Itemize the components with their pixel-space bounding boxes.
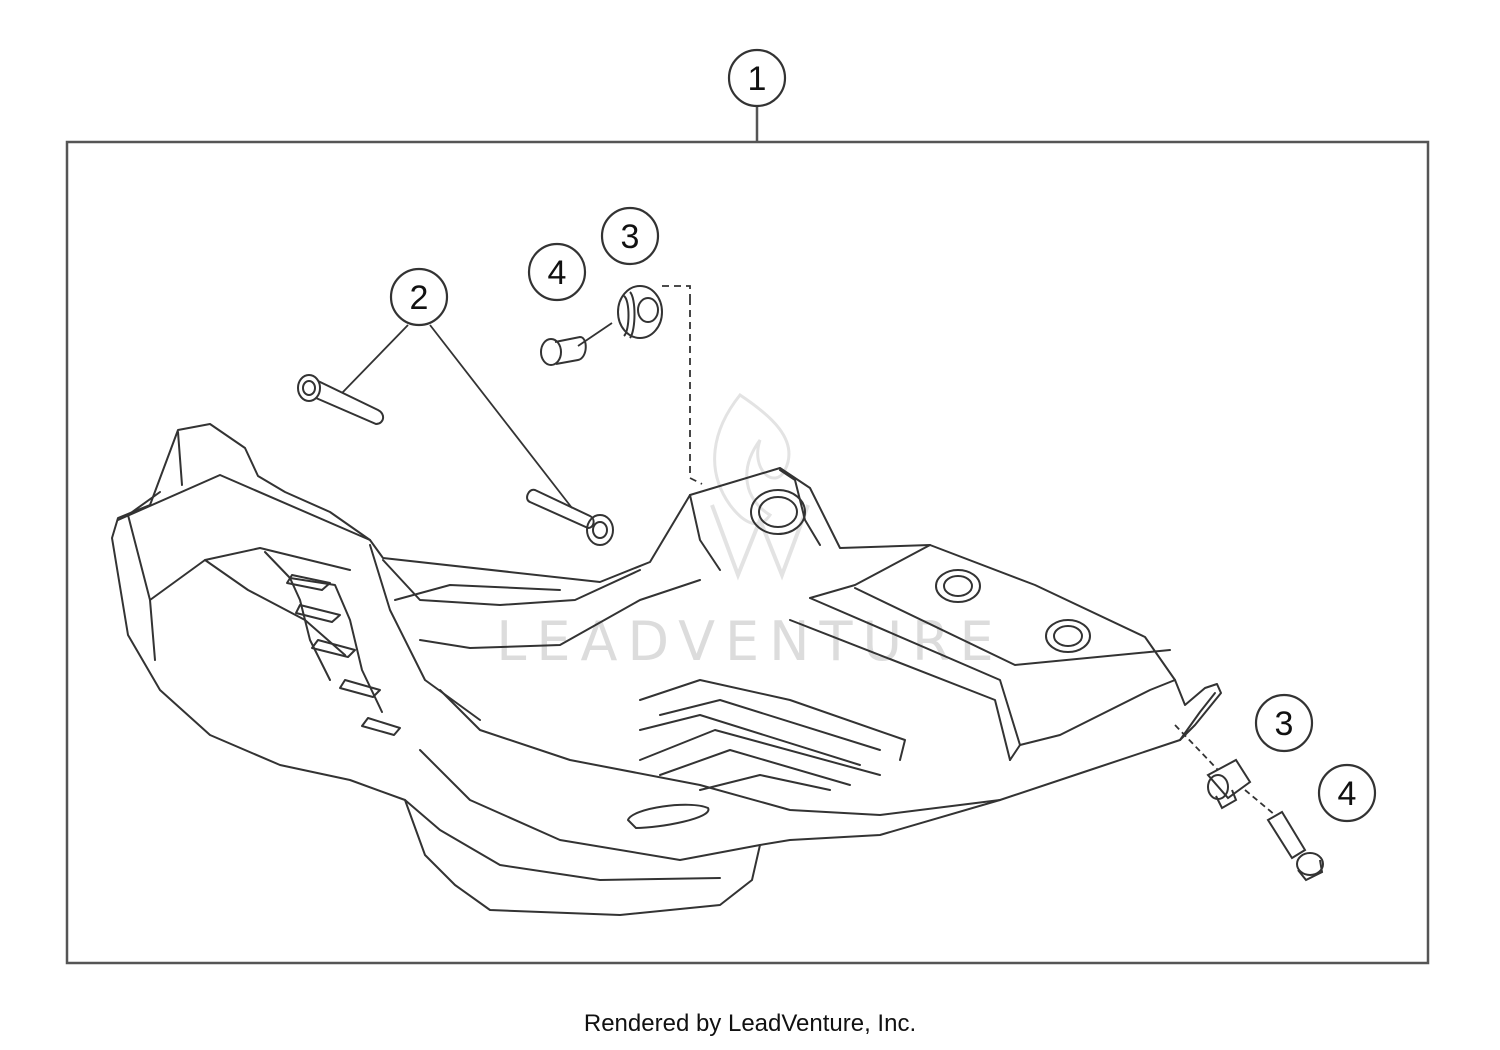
- screw-top: [540, 335, 587, 366]
- callout-1: 1: [727, 48, 787, 108]
- callout-3-top: 3: [600, 206, 660, 266]
- screw-left-lower: [526, 488, 614, 546]
- callout-3-right: 3: [1254, 693, 1314, 753]
- screw-right: [1266, 810, 1324, 882]
- assembly-frame: [65, 140, 1430, 965]
- leader-lines: [341, 285, 1276, 816]
- callout-1-label: 1: [748, 60, 767, 98]
- callout-3-top-label: 3: [621, 218, 640, 256]
- callout-4-top-label: 4: [548, 254, 567, 292]
- bushing-right: [1206, 758, 1252, 810]
- callout-2-label: 2: [410, 279, 429, 317]
- callout-3-right-label: 3: [1275, 705, 1294, 743]
- watermark: LEADVENTURE: [496, 392, 1003, 673]
- screw-left-upper: [297, 374, 384, 426]
- callout-2: 2: [389, 267, 449, 327]
- footer-credit: Rendered by LeadVenture, Inc.: [583, 1010, 917, 1037]
- callout-4-right: 4: [1317, 763, 1377, 823]
- skid-plate: [111, 423, 1222, 916]
- callout-4-right-label: 4: [1338, 775, 1357, 813]
- watermark-text: LEADVENTURE: [496, 610, 1003, 673]
- bushing-top: [617, 285, 663, 339]
- callout-4-top: 4: [527, 242, 587, 302]
